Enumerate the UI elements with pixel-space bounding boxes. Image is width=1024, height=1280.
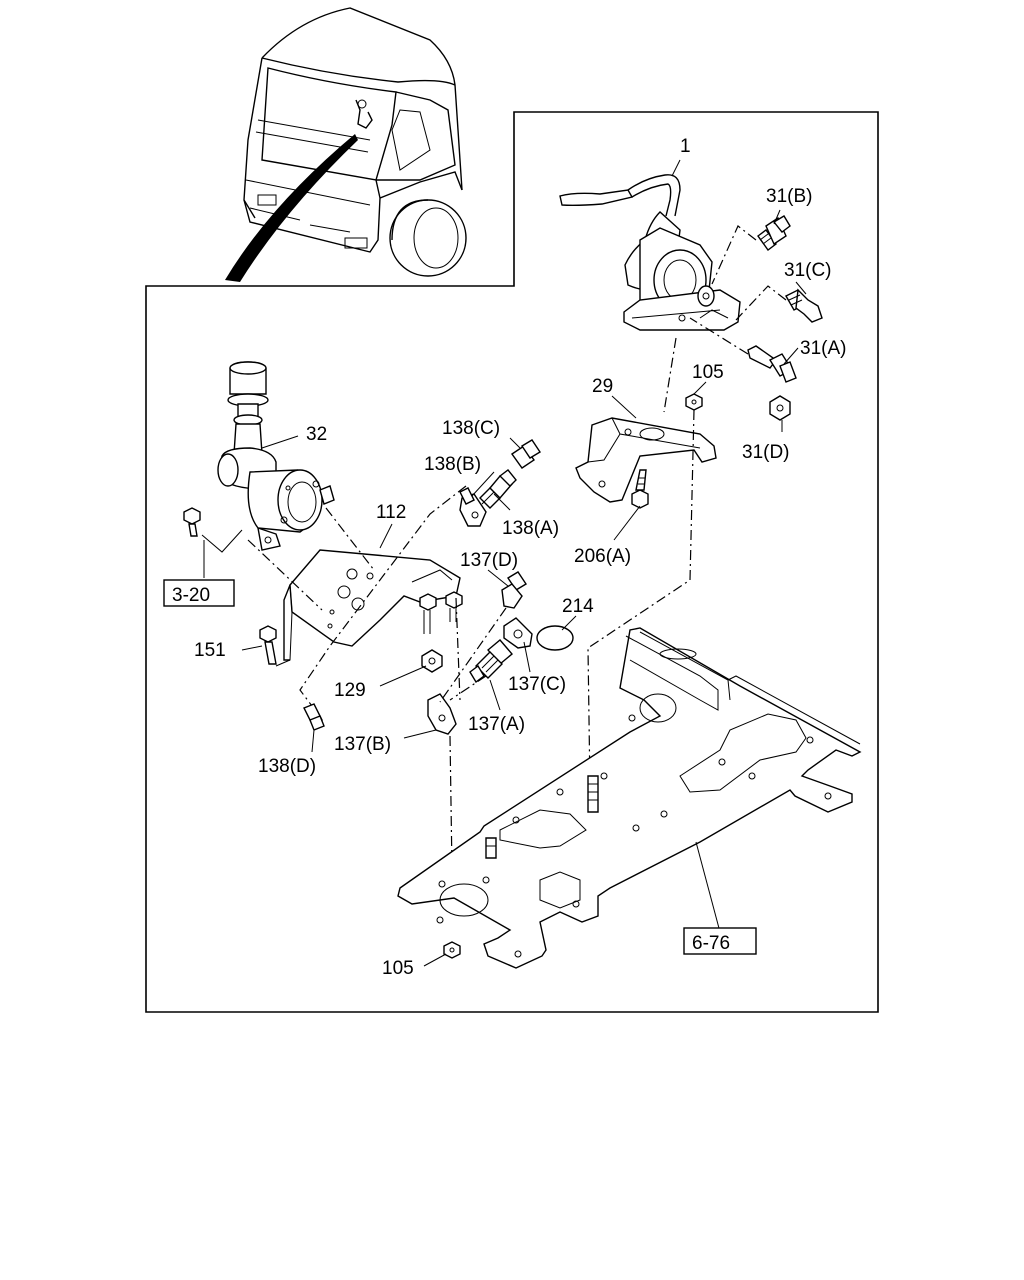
callout-138d: 138(D) (258, 756, 316, 777)
fitting-31b (757, 215, 791, 251)
callout-137c: 137(C) (508, 674, 566, 695)
gear-shift-lever (559, 174, 741, 331)
callout-1: 1 (680, 136, 691, 157)
leader-lines (241, 159, 807, 967)
fitting-137d (501, 571, 527, 609)
callout-31b: 31(B) (766, 186, 812, 207)
bolt-3-20 (183, 507, 201, 537)
callout-138b: 138(B) (424, 454, 481, 475)
callout-31c: 31(C) (784, 260, 832, 281)
callout-129: 129 (334, 680, 366, 701)
fitting-137b (427, 693, 457, 735)
fitting-138c (511, 439, 541, 469)
nut-31d (769, 395, 791, 421)
fitting-138a (479, 469, 517, 509)
callout-32: 32 (306, 424, 327, 445)
nut-105-lower (443, 941, 461, 959)
bracket-112-bolts (419, 591, 463, 634)
bracket-29 (575, 417, 717, 503)
fitting-31c (785, 288, 823, 323)
reference-3-20: 3-20 (172, 585, 210, 606)
callout-29: 29 (592, 376, 613, 397)
diagram-frame (145, 111, 879, 1013)
callout-105-lower: 105 (382, 958, 414, 979)
fitting-138d (303, 703, 325, 731)
callout-151: 151 (194, 640, 226, 661)
callout-214: 214 (562, 596, 594, 617)
callout-137a: 137(A) (468, 714, 525, 735)
callout-105-upper: 105 (692, 362, 724, 383)
truck-cab-illustration (225, 7, 467, 282)
bolt-206a (631, 469, 649, 509)
reference-box-6-76: 6-76 (683, 927, 757, 955)
reference-6-76: 6-76 (692, 933, 730, 954)
callout-138c: 138(C) (442, 418, 500, 439)
callout-112: 112 (376, 502, 406, 523)
fitting-137a (469, 639, 513, 684)
fitting-138b (459, 487, 487, 527)
callout-labels: 1 31(B) 31(C) 31(A) 31(D) 105 29 32 138(… (194, 136, 846, 979)
nut-105-upper (685, 393, 703, 411)
o-ring-214 (536, 625, 574, 651)
fitting-31a (747, 345, 797, 383)
bolt-151 (259, 625, 277, 665)
callout-137b: 137(B) (334, 734, 391, 755)
fitting-129 (421, 649, 443, 673)
fitting-137c (503, 617, 533, 649)
callout-137d: 137(D) (460, 550, 518, 571)
reference-box-3-20: 3-20 (163, 579, 235, 607)
base-plate (397, 627, 862, 969)
callout-31a: 31(A) (800, 338, 846, 359)
valve-32 (217, 361, 335, 551)
callout-138a: 138(A) (502, 518, 559, 539)
callout-206a: 206(A) (574, 546, 631, 567)
callout-31d: 31(D) (742, 442, 790, 463)
